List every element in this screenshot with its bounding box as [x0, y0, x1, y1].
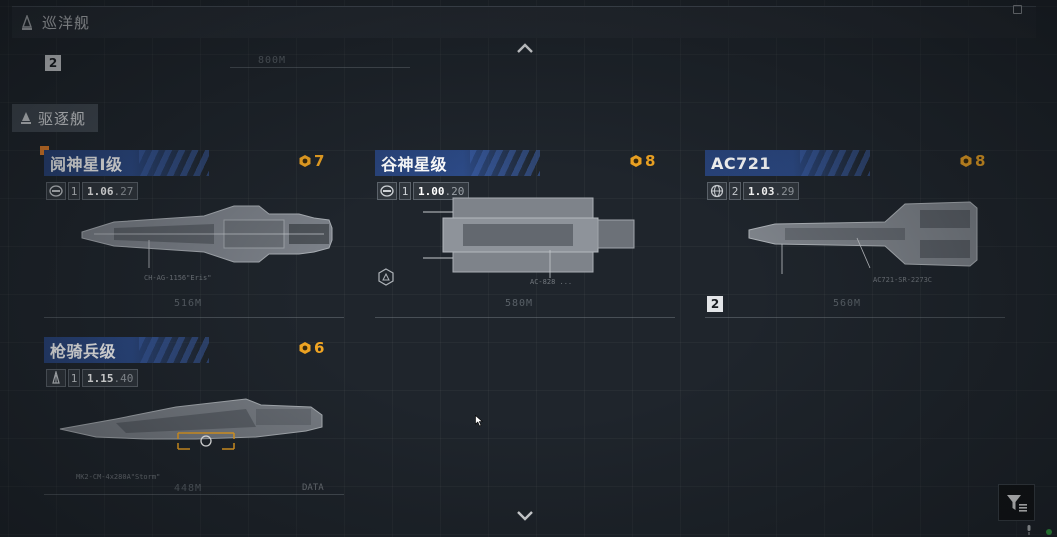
- banner-stripes: [800, 150, 870, 176]
- scale-text: 560M: [833, 298, 862, 309]
- ship-image-eris: [81, 205, 333, 268]
- status-online-dot: [1046, 529, 1052, 535]
- prev-row-scale-line: [230, 58, 410, 68]
- ship-name: 谷神星级: [381, 155, 448, 174]
- cost-value: 7: [314, 152, 325, 170]
- cost-coin-icon: [630, 155, 642, 167]
- ship-card-lancer[interactable]: 枪骑兵级 6 1 1.15.40 MK2-CM-4x280A"Storm" DA…: [44, 337, 344, 507]
- ship-name: 阋神星Ⅰ级: [50, 155, 123, 174]
- ship-name: AC721: [711, 153, 772, 173]
- rate-sub: .40: [113, 371, 134, 385]
- scale-line: [375, 308, 675, 318]
- filter-button[interactable]: [998, 484, 1035, 521]
- ship-count: 1: [399, 182, 411, 200]
- ship-rate: 1.15.40: [82, 369, 139, 387]
- category-label: 巡洋舰: [42, 14, 91, 32]
- destroyer-class-icon: [21, 112, 31, 124]
- prev-row-scale-text: 800M: [258, 55, 287, 66]
- category-bar-cruiser[interactable]: 巡洋舰: [12, 5, 1036, 38]
- banner-stripes: [470, 150, 540, 176]
- ship-callout: MK2-CM-4x280A"Storm": [76, 473, 161, 481]
- prev-row-tier-badge: 2: [45, 55, 61, 71]
- ship-cost: 8: [959, 152, 985, 170]
- ship-cost: 7: [298, 152, 324, 170]
- window-corner-icon: [1013, 5, 1022, 14]
- cost-value: 6: [314, 339, 325, 357]
- scale-text: 580M: [505, 298, 534, 309]
- filter-list-icon: [1006, 494, 1027, 512]
- scale-text: 448M: [174, 483, 203, 494]
- scale-line: [705, 308, 1005, 318]
- section-tag-destroyer[interactable]: 驱逐舰: [12, 104, 99, 132]
- rate-main: 1.15: [87, 371, 114, 385]
- mouse-cursor-icon: [475, 415, 483, 427]
- ship-card-ac721[interactable]: AC721 8 2 1.03.29 2 AC721-SR-2273C 560M: [705, 150, 1005, 320]
- ship-cost: 6: [298, 339, 324, 357]
- ship-count: 1: [68, 369, 80, 387]
- ship-callout: AC721-SR-2273C: [873, 276, 933, 284]
- cost-coin-icon: [299, 342, 311, 354]
- scale-text: 516M: [174, 298, 203, 309]
- cost-value: 8: [975, 152, 986, 170]
- section-label: 驱逐舰: [38, 109, 87, 128]
- chevron-down-icon[interactable]: [515, 510, 535, 522]
- ship-count: 2: [729, 182, 741, 200]
- missile-ship-icon: [46, 182, 66, 200]
- ship-stats: 1 1.15.40: [46, 369, 139, 387]
- cost-coin-icon: [960, 155, 972, 167]
- cost-value: 8: [645, 152, 656, 170]
- ship-callout: CH-AG-1156"Eris": [144, 274, 212, 282]
- microphone-icon: [1027, 525, 1031, 535]
- banner-stripes: [139, 150, 209, 176]
- cost-coin-icon: [299, 155, 311, 167]
- missile-ship-icon: [377, 182, 397, 200]
- scale-line: [44, 308, 344, 318]
- ship-card-ceres[interactable]: 谷神星级 8 1 1.00.20 AC-828 ... 580M: [375, 150, 675, 320]
- ship-image-ceres: [423, 197, 635, 278]
- ship-name: 枪骑兵级: [50, 342, 117, 361]
- ship-image-lancer: [59, 398, 323, 450]
- ship-cost: 8: [629, 152, 655, 170]
- ship-callout: AC-828 ...: [530, 278, 573, 286]
- ship-card-eris[interactable]: 阋神星Ⅰ级 7 1 1.06.27 CH-AG-1156"Eris" 516M: [40, 146, 344, 320]
- chevron-up-icon[interactable]: [515, 42, 535, 54]
- cruiser-class-icon: [22, 14, 32, 30]
- banner-stripes: [139, 337, 209, 363]
- hex-triangle-icon: [378, 268, 394, 286]
- globe-ship-icon: [707, 182, 727, 200]
- lancer-ship-icon: [46, 369, 66, 387]
- ship-image-ac721: [748, 201, 978, 274]
